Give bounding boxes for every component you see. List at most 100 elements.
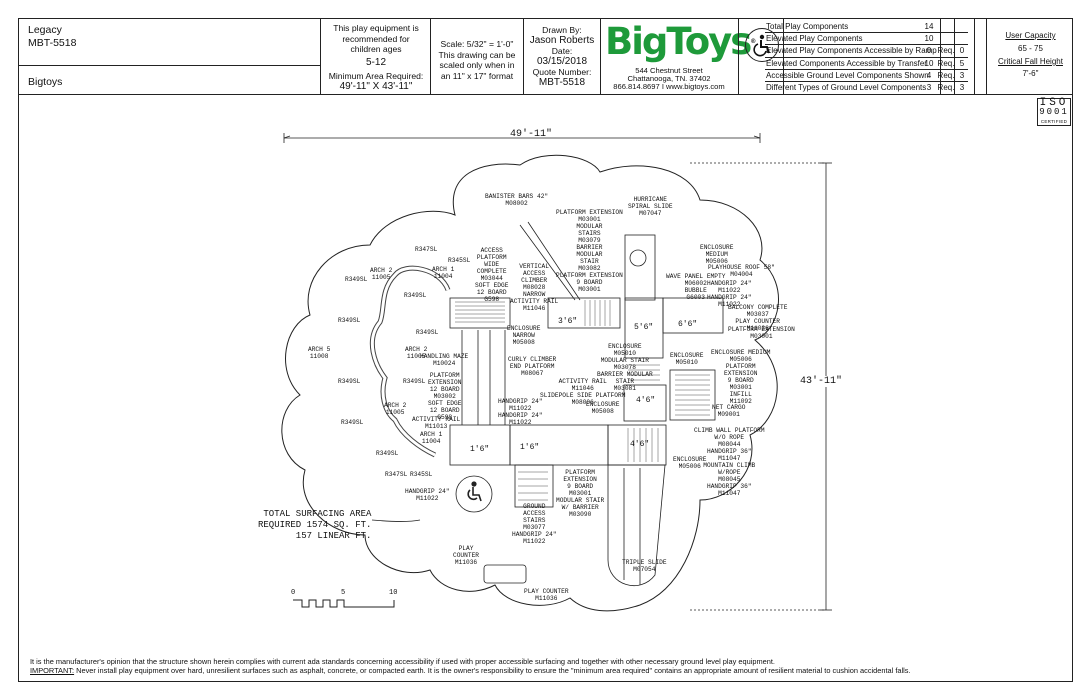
component-row: Elevated Play Components Accessible by R… <box>766 45 1066 57</box>
scale-bar-label: 10 <box>389 589 398 597</box>
sheet-border <box>18 18 1073 682</box>
divider <box>430 18 431 95</box>
component-label-arch2-mid: ARCH 2 11005 <box>405 346 428 360</box>
fall-height-label: Critical Fall Height <box>998 57 1063 66</box>
component-label-triple-slide: TRIPLE SLIDE M07054 <box>622 559 667 573</box>
component-label-wave-panel: WAVE PANEL EMPTY M06002 BUBBLE G6003 <box>666 273 726 301</box>
platform-size: 6'6" <box>678 320 698 329</box>
component-label-r349sl-3: R349SL <box>338 317 361 324</box>
drawing-info-block: Drawn By: Jason Roberts Date: 03/15/2018… <box>524 25 600 88</box>
component-label-r349sl-5: R349SL <box>338 378 361 385</box>
component-label-play-counter-2: PLAY COUNTER M11036 <box>524 588 569 602</box>
height-dimension: 43'-11" <box>800 376 843 387</box>
divider <box>738 18 739 95</box>
platform-size: 4'6" <box>630 440 650 449</box>
scale-bar-label: 5 <box>341 589 346 597</box>
divider <box>765 44 968 46</box>
scale-value: Scale: 5/32" = 1'-0" <box>440 39 514 49</box>
divider <box>765 81 968 82</box>
recommend-line: children ages <box>350 44 402 54</box>
component-label-net-cargo: NET CARGO M09001 <box>712 404 746 418</box>
user-capacity-value: 65 - 75 <box>1018 44 1043 53</box>
component-row: Different Types of Ground Level Componen… <box>766 82 1066 94</box>
fall-height-value: 7'-6" <box>1022 69 1039 78</box>
scale-block: Scale: 5/32" = 1'-0" This drawing can be… <box>431 39 523 81</box>
component-label-enclosure-low-right: ENCLOSURE M05006 <box>673 456 707 470</box>
scale-note: an 11" x 17" format <box>440 70 514 81</box>
component-count: 10 <box>924 58 934 68</box>
scale-note: scaled only when in <box>439 60 515 70</box>
recommend-line: recommended for <box>342 33 410 44</box>
component-label-arch2-low: ARCH 2 11005 <box>384 402 407 416</box>
component-label-enclosure-right: ENCLOSURE M05010 <box>670 352 704 366</box>
component-label-r349sl-2: R349SL <box>404 292 427 299</box>
component-label-enclosure-mid: ENCLOSURE M05010 MODULAR STAIR M03078 BA… <box>597 343 653 392</box>
component-label-playhouse-roof: PLAYHOUSE ROOF 58" M04004 <box>708 264 775 278</box>
component-label-r349sl-8: R349SL <box>376 450 399 457</box>
component-label-r349sl-1: R349SL <box>345 276 368 283</box>
important-note: IMPORTANT: Never install play equipment … <box>30 666 911 675</box>
component-label-enclosure-medium-right: ENCLOSURE MEDIUM M05006 PLATFORM EXTENSI… <box>711 349 771 405</box>
surfacing-line: 157 LINEAR FT. <box>295 531 372 541</box>
component-label-plat-ext-top: PLATFORM EXTENSION M03001 MODULAR STAIRS… <box>556 209 623 293</box>
project-name: Legacy <box>28 24 62 36</box>
component-label-arch5: ARCH 5 11008 <box>308 346 331 360</box>
scale-note: This drawing can be <box>438 49 516 60</box>
divider <box>986 18 987 95</box>
surfacing-line: TOTAL SURFACING AREA <box>263 509 372 519</box>
divider <box>974 18 975 95</box>
user-capacity-label: User Capacity <box>1005 31 1056 40</box>
iso-certification-badge: ISO 9001 CERTIFIED <box>1037 98 1071 126</box>
ada-statement: It is the manufacturer's opinion that th… <box>30 657 775 666</box>
component-count: 4 <box>926 70 932 80</box>
req-label: Req. <box>937 46 955 56</box>
component-label-activity-rail-mid: ACTIVITY RAIL M11046 SLIDEPOLE SIDE PLAT… <box>540 378 626 406</box>
iso-number: 9001 <box>1039 107 1069 117</box>
component-count: 14 <box>924 22 934 31</box>
component-label-balcony: BALCONY COMPLETE M03037 PLAY COUNTER M11… <box>728 304 788 332</box>
component-label-r349sl-4: R349SL <box>416 329 439 336</box>
surfacing-note: TOTAL SURFACING AREA REQUIRED 1574 SQ. F… <box>258 509 371 542</box>
divider <box>954 18 955 95</box>
req-label: Req. <box>937 70 955 80</box>
platform-size: 3'6" <box>558 317 578 326</box>
min-area-label: Minimum Area Required: <box>328 71 424 81</box>
quote-value: MBT-5518 <box>538 76 586 88</box>
component-count: 3 <box>926 83 932 92</box>
component-label-ground-stairs: GROUND ACCESS STAIRS M03077 HANDGRIP 24"… <box>512 503 557 545</box>
width-dimension: 49'-11" <box>510 129 553 140</box>
component-label: Elevated Components Accessible by Transf… <box>766 58 927 68</box>
component-label-plat-ext-right: PLATFORM EXTENSION M03001 <box>728 326 795 340</box>
platform-size: 5'6" <box>634 323 654 332</box>
divider <box>765 56 968 58</box>
important-label: IMPORTANT: <box>30 666 75 675</box>
component-label-curly-climber: CURLY CLIMBER END PLATFORM M08067 <box>508 356 557 377</box>
component-label-activity-rail-left: ACTIVITY RAIL M11013 <box>412 416 461 430</box>
divider <box>940 18 941 95</box>
component-label-climb-wall: CLIMB WALL PLATFORM W/O ROPE M08044 HAND… <box>694 427 765 497</box>
component-label-access-platform: ACCESS PLATFORM WIDE COMPLETE M03044 SOF… <box>475 247 509 303</box>
date-label: Date: <box>551 46 573 56</box>
surfacing-line: REQUIRED 1574 SQ. FT. <box>258 520 372 530</box>
req-count: 5 <box>959 58 965 68</box>
component-label-r347sl-bot: R347SL <box>385 471 408 478</box>
component-label-arch1-low: ARCH 1 11004 <box>420 431 443 445</box>
req-label: Req. <box>937 58 955 68</box>
component-label-vertical-climber: VERTICAL ACCESS CLIMBER M08028 NARROW AC… <box>510 263 559 312</box>
date-value: 03/15/2018 <box>536 55 588 67</box>
divider <box>320 18 321 95</box>
scale-bar-label: 0 <box>291 589 296 597</box>
divider <box>600 18 601 95</box>
platform-size: 4'6" <box>636 396 656 405</box>
req-count: 3 <box>959 70 965 80</box>
component-count: 10 <box>924 34 934 44</box>
ages-value: 5-12 <box>365 56 386 68</box>
component-label-r349sl-7: R349SL <box>341 419 364 426</box>
component-label-r347sl-top: R347SL <box>415 246 438 253</box>
component-label-r349sl-6: R349SL <box>403 378 426 385</box>
address-line: 544 Chestnut Street <box>635 66 703 75</box>
component-label-arch1-top: ARCH 1 11004 <box>432 266 455 280</box>
address-line: Chattanooga, TN. 37402 <box>627 74 711 83</box>
